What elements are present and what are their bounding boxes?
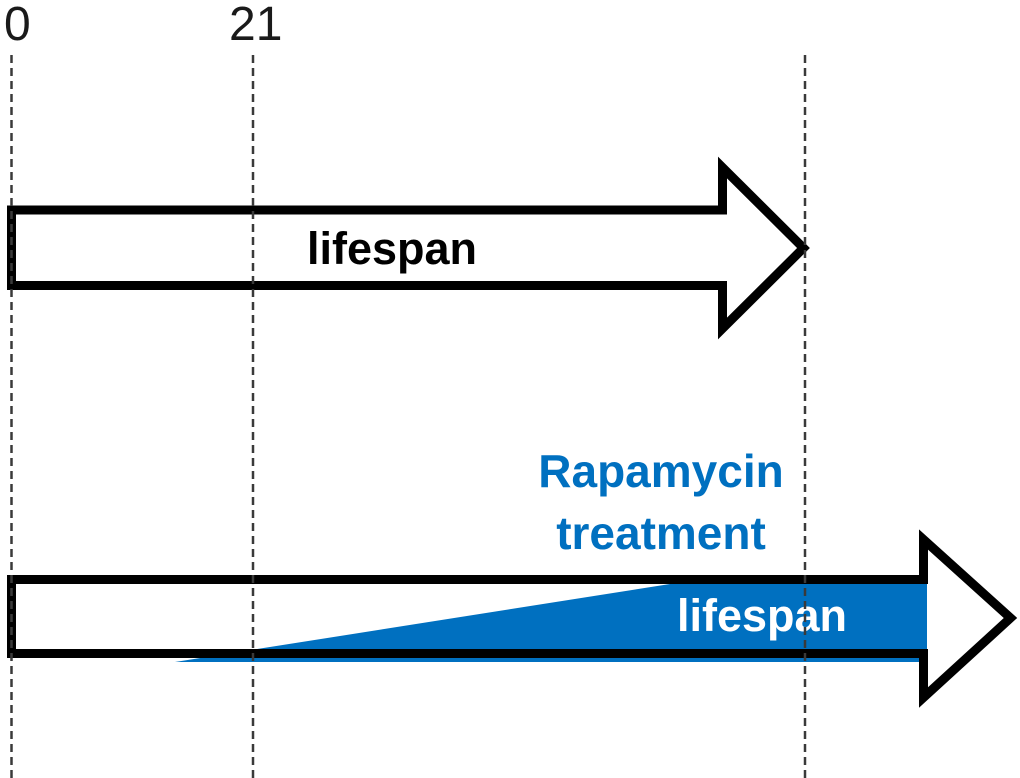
tick-label-day-21: 21 xyxy=(229,0,282,51)
rapamycin-treatment-annotation-line2: treatment xyxy=(556,507,766,559)
tick-label-day-0: 0 xyxy=(4,0,31,51)
rapamycin-treatment-annotation-line1: Rapamycin xyxy=(538,445,783,497)
rapamycin-lifespan-extension-wedge xyxy=(175,584,927,662)
rapamycin-arrow-lifespan-label: lifespan xyxy=(677,590,847,641)
control-arrow-lifespan-label: lifespan xyxy=(307,223,477,274)
control-lifespan-arrow xyxy=(7,156,810,340)
rapamycin-lifespan-arrow xyxy=(7,529,1018,708)
